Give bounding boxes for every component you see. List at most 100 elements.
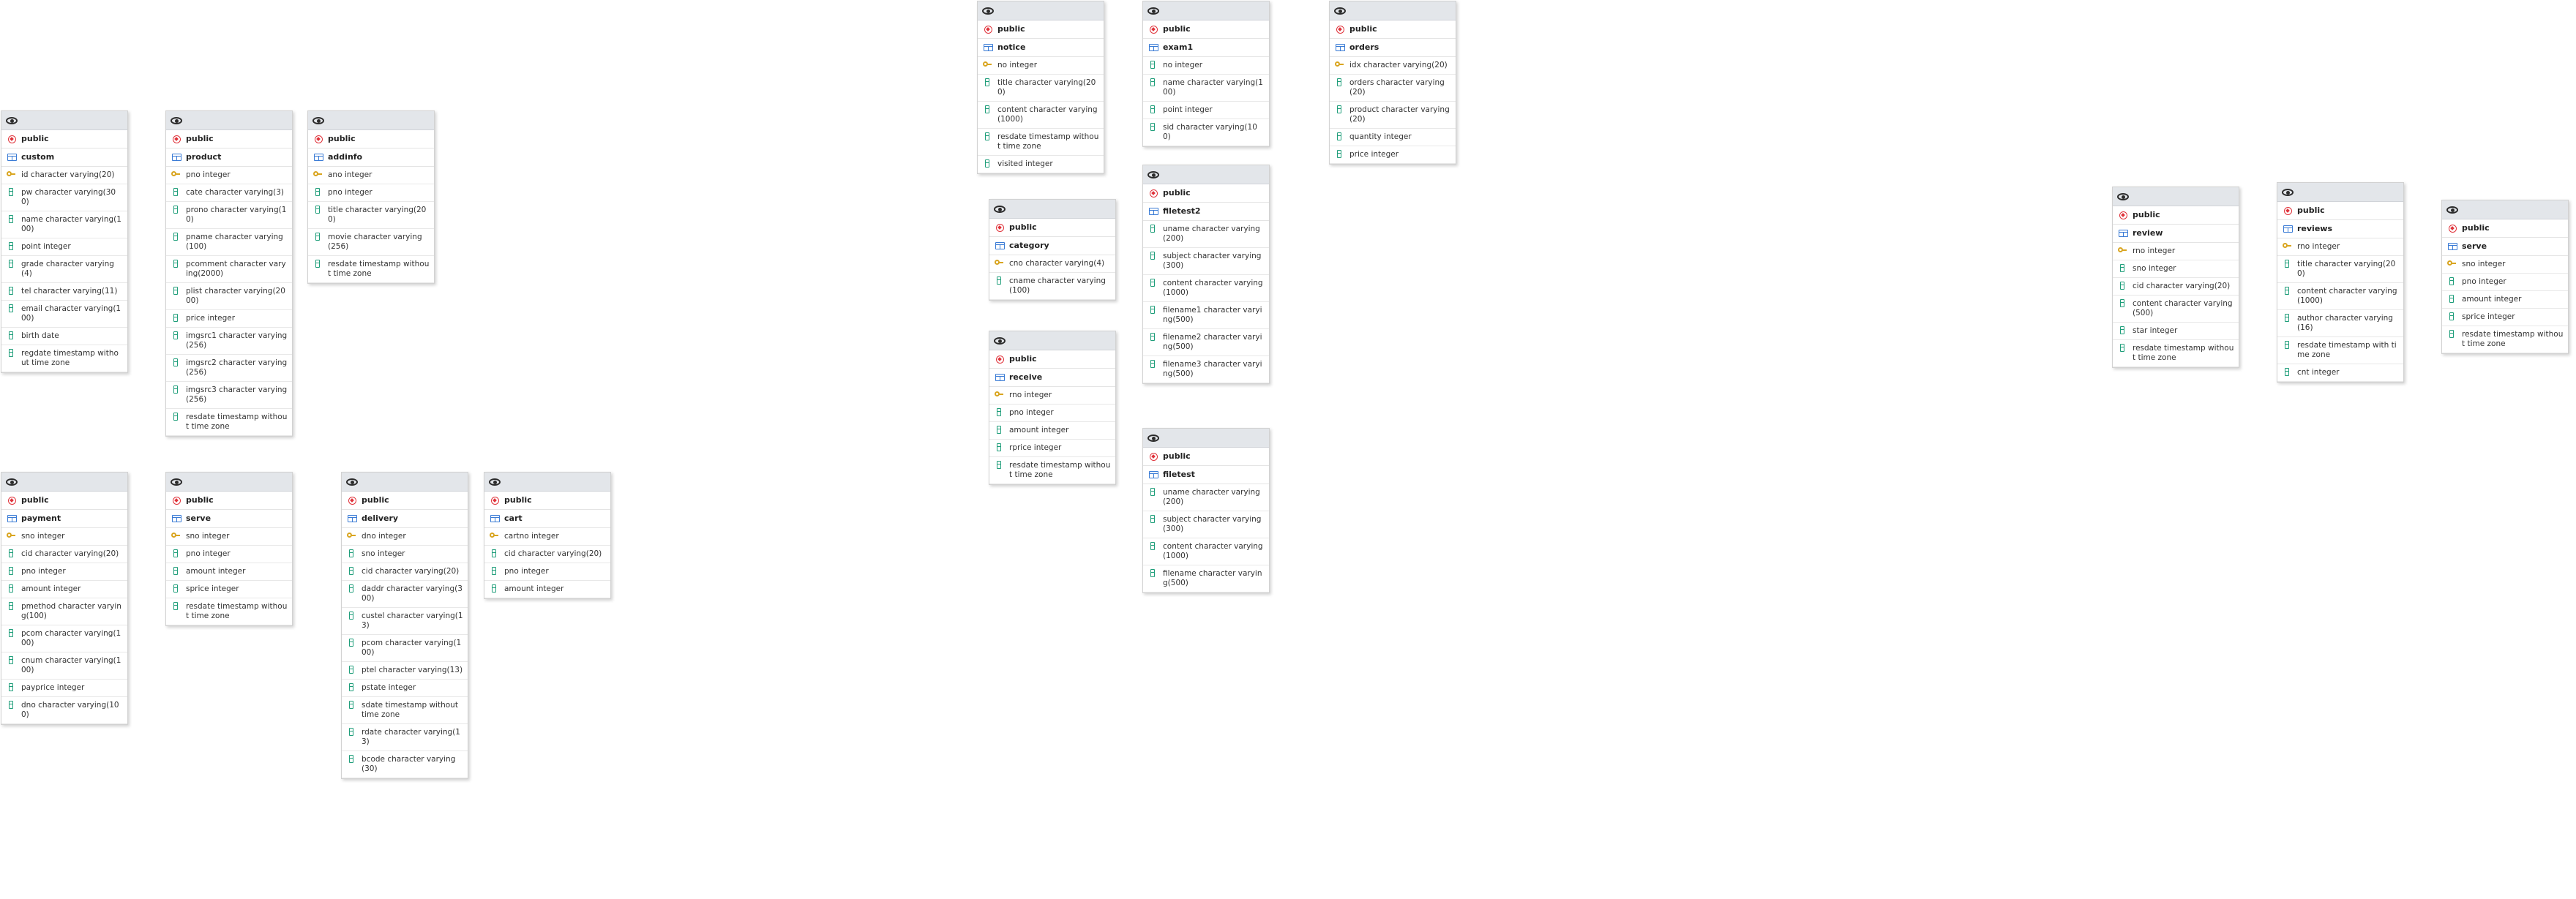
column-text: grade character varying(4) xyxy=(21,260,114,278)
entity-header[interactable] xyxy=(342,473,468,492)
column-text: pmethod character varying(100) xyxy=(21,602,121,620)
entity-header[interactable] xyxy=(1143,1,1269,20)
entity-header[interactable] xyxy=(989,200,1115,219)
column-text: name character varying(100) xyxy=(21,215,121,233)
eye-icon[interactable] xyxy=(1147,435,1159,442)
entity-header[interactable] xyxy=(166,111,292,130)
entity-header[interactable] xyxy=(989,331,1115,350)
eye-icon[interactable] xyxy=(312,117,324,124)
eye-icon[interactable] xyxy=(171,478,182,486)
column-text: sno integer xyxy=(21,532,65,541)
column-icon xyxy=(2120,264,2124,272)
table-icon xyxy=(1149,208,1158,215)
entity-header[interactable] xyxy=(978,1,1104,20)
eye-icon[interactable] xyxy=(982,7,994,15)
entity-header[interactable] xyxy=(1,473,127,492)
entity-header[interactable] xyxy=(484,473,610,492)
column-icon xyxy=(492,549,496,557)
entity-header[interactable] xyxy=(1330,1,1456,20)
column-text: payprice integer xyxy=(21,683,85,692)
column-text: pcom character varying(100) xyxy=(21,629,121,647)
eye-icon[interactable] xyxy=(1147,171,1159,178)
table-name-row: addinfo xyxy=(308,148,434,167)
eye-icon[interactable] xyxy=(2446,206,2458,214)
table-icon xyxy=(995,374,1005,381)
entity-header[interactable] xyxy=(1143,429,1269,448)
column-icon xyxy=(2120,344,2124,352)
entity-header[interactable] xyxy=(1143,165,1269,184)
table-icon xyxy=(1149,44,1158,51)
entity-header[interactable] xyxy=(1,111,127,130)
entity-header[interactable] xyxy=(166,473,292,492)
column-row: pno integer xyxy=(484,563,610,581)
column-row: resdate timestamp without time zone xyxy=(2442,326,2568,353)
column-text: title character varying(200) xyxy=(997,78,1096,97)
eye-icon[interactable] xyxy=(2282,189,2294,196)
schema-row: public xyxy=(1143,448,1269,466)
column-text: filename3 character varying(500) xyxy=(1163,360,1262,378)
column-text: no integer xyxy=(1163,61,1203,69)
eye-icon[interactable] xyxy=(346,478,358,486)
table-name-row: serve xyxy=(2442,238,2568,256)
schema-name: public xyxy=(1163,451,1191,461)
column-icon xyxy=(985,159,989,168)
entity-header[interactable] xyxy=(2277,183,2403,202)
eye-icon[interactable] xyxy=(489,478,501,486)
column-icon xyxy=(2449,277,2454,285)
eye-icon[interactable] xyxy=(1334,7,1346,15)
column-text: sdate timestamp without time zone xyxy=(362,701,458,719)
eye-icon[interactable] xyxy=(171,117,182,124)
key-icon xyxy=(7,171,15,177)
column-text: daddr character varying(300) xyxy=(362,584,463,603)
column-text: pno integer xyxy=(1009,408,1054,417)
primary-key-column: id character varying(20) xyxy=(1,167,127,184)
eye-icon[interactable] xyxy=(2117,193,2129,200)
table-name: serve xyxy=(2462,241,2487,251)
entity-header[interactable] xyxy=(308,111,434,130)
schema-icon xyxy=(2284,207,2292,215)
primary-key-column: pno integer xyxy=(166,167,292,184)
column-icon xyxy=(1337,150,1341,158)
table-name: receive xyxy=(1009,372,1043,382)
column-row: no integer xyxy=(1143,57,1269,75)
column-row: pcom character varying(100) xyxy=(1,625,127,652)
schema-name: public xyxy=(504,495,532,505)
table-name: filetest xyxy=(1163,470,1195,479)
entity-header[interactable] xyxy=(2113,187,2239,206)
eye-icon[interactable] xyxy=(6,117,18,124)
eye-icon[interactable] xyxy=(1147,7,1159,15)
primary-key-column: cartno integer xyxy=(484,528,610,546)
column-text: filename2 character varying(500) xyxy=(1163,333,1262,351)
column-row: sprice integer xyxy=(166,581,292,598)
column-row: ptel character varying(13) xyxy=(342,662,468,680)
column-icon xyxy=(2449,312,2454,320)
schema-name: public xyxy=(1009,222,1037,232)
column-icon xyxy=(173,385,178,394)
entity-header[interactable] xyxy=(2442,200,2568,219)
column-icon xyxy=(9,188,13,196)
eye-icon[interactable] xyxy=(6,478,18,486)
eye-icon[interactable] xyxy=(994,206,1006,213)
table-name: product xyxy=(186,152,222,162)
key-icon xyxy=(2118,247,2127,253)
eye-icon[interactable] xyxy=(994,337,1006,345)
column-text: rdate character varying(13) xyxy=(362,728,460,746)
table-name: category xyxy=(1009,241,1049,250)
